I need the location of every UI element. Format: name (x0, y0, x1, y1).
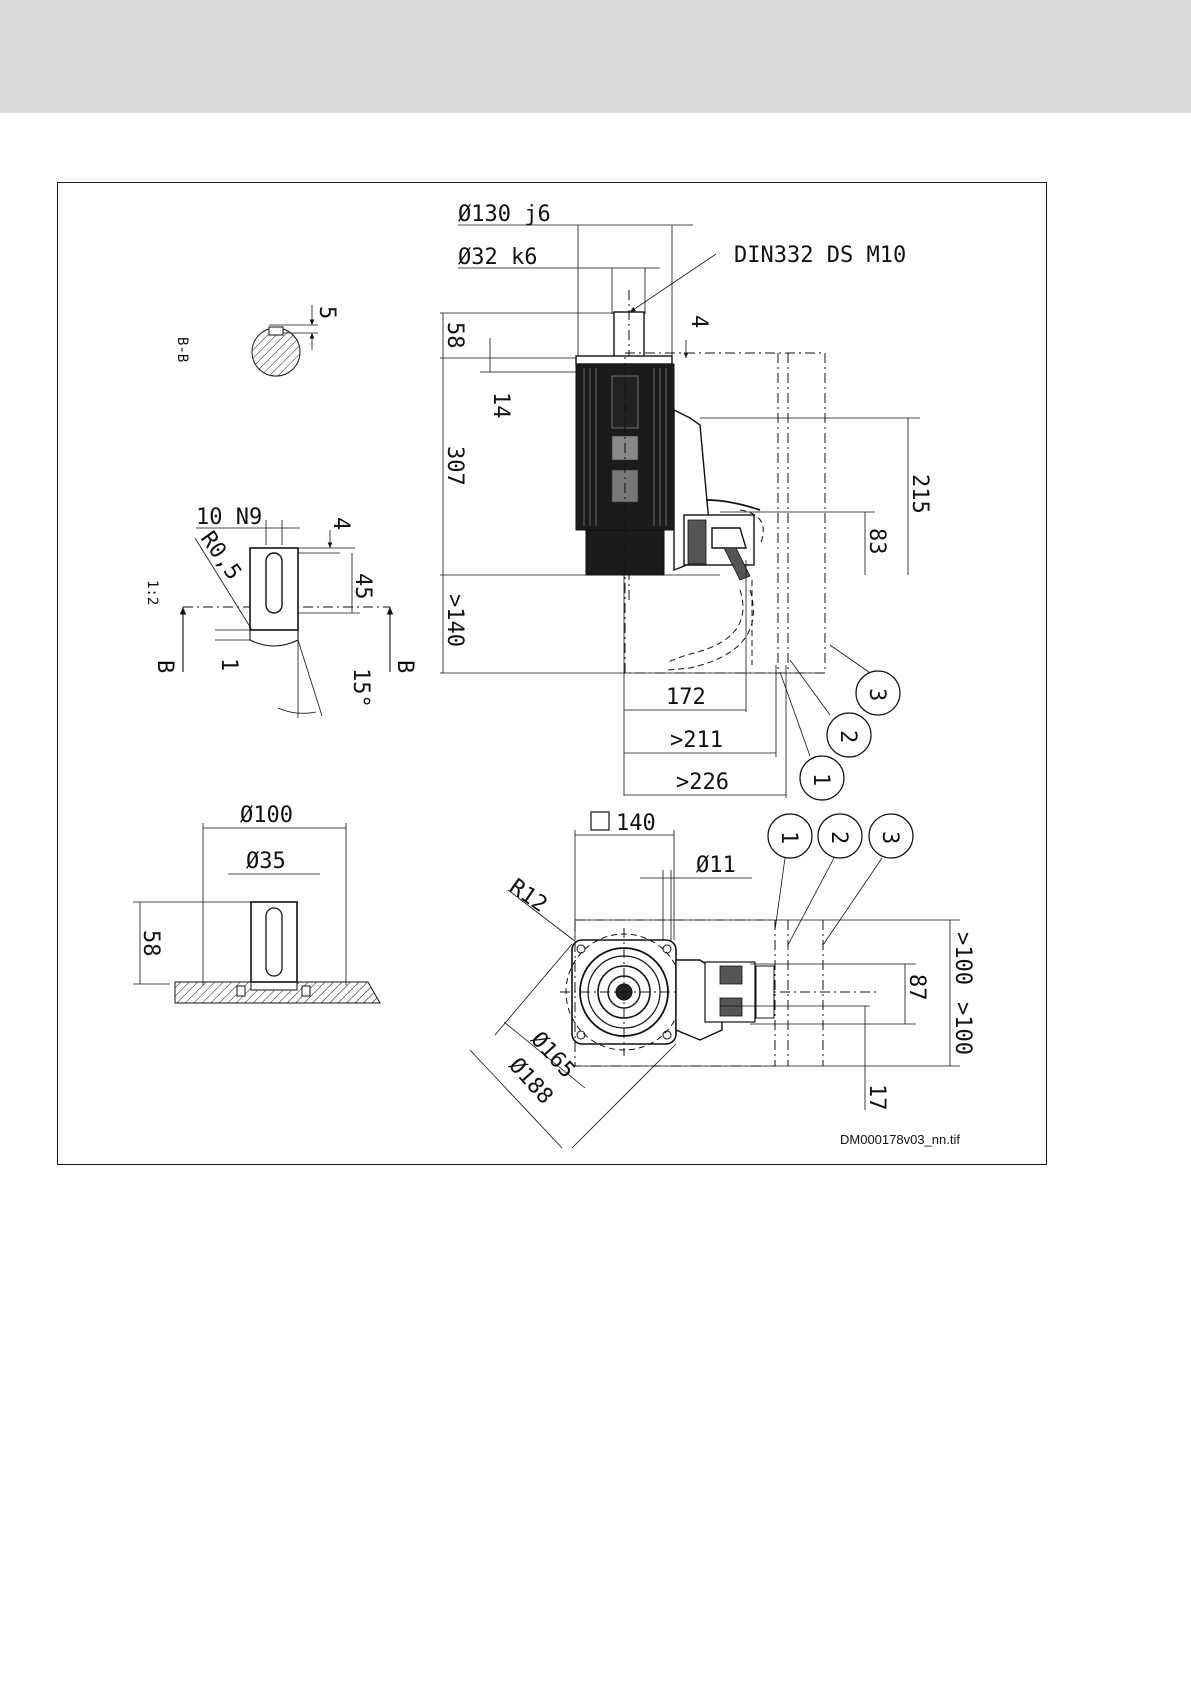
keyway-width-dim: 5 (314, 306, 339, 319)
key-width-dim: 10 N9 (196, 505, 262, 530)
hole-diameter-dim: Ø11 (696, 853, 736, 878)
center-bore-dim: DIN332 DS M10 (734, 243, 906, 268)
key-depth-dim: 4 (328, 517, 353, 530)
flange-plate (175, 982, 380, 1003)
flange-thickness-dim: 14 (488, 392, 513, 419)
svg-text:1: 1 (808, 773, 833, 786)
scale-label: 1:2 (144, 580, 160, 605)
section-bb-label: B-B (174, 337, 190, 362)
dim-211: >211 (670, 728, 723, 753)
chamfer-angle-dim: 15° (348, 668, 373, 708)
flange-outer-diameter: Ø100 (240, 803, 293, 828)
square-dim: 140 (616, 811, 656, 836)
shaft-diameter-dim: Ø32 k6 (458, 245, 537, 270)
key-length-dim: 45 (350, 573, 375, 600)
section-marker-left: B (152, 660, 177, 673)
shaft-length-dim: 58 (442, 322, 467, 349)
front-view: 140 Ø11 R12 >100 >100 (470, 811, 975, 1148)
square-symbol (591, 812, 609, 830)
key-slot (266, 553, 282, 613)
body-length-dim: 307 (442, 446, 467, 486)
flange-shaft-diameter: Ø35 (246, 849, 286, 874)
cable-path (668, 590, 743, 662)
flange-view: Ø100 Ø35 58 (133, 803, 380, 1003)
svg-text:3: 3 (864, 688, 889, 701)
connector-offset-dim: 83 (864, 528, 889, 555)
dim-100-bottom: >100 (950, 1002, 975, 1055)
shoulder-dim: 1 (216, 658, 241, 671)
dim-172: 172 (666, 685, 706, 710)
svg-text:3: 3 (877, 831, 902, 844)
svg-text:2: 2 (835, 730, 860, 743)
pilot-diameter-dim: Ø130 j6 (458, 202, 551, 227)
svg-text:2: 2 (826, 831, 851, 844)
section-marker-right: B (392, 660, 417, 673)
section-bb-view: B-B 5 (174, 305, 339, 376)
flange-shaft-height: 58 (138, 930, 163, 957)
dim-87: 87 (904, 974, 929, 1001)
dim-17: 17 (864, 1084, 889, 1111)
dim-226: >226 (676, 770, 729, 795)
side-view: Ø130 j6 Ø32 k6 DIN332 DS M10 4 58 14 307… (440, 202, 932, 800)
corner-radius-dim: R12 (505, 874, 552, 917)
shaft-detail-view: 1:2 B B 10 N9 4 45 R0,5 1 15° (144, 505, 417, 718)
clearance-length-dim: >140 (442, 594, 467, 647)
flange-offset-dim: 4 (686, 315, 711, 328)
connector-height-dim: 215 (907, 474, 932, 514)
fillet-radius-dim: R0,5 (195, 527, 246, 585)
svg-text:1: 1 (776, 831, 801, 844)
file-name-label: DM000178v03_nn.tif (840, 1132, 960, 1147)
keyway-slot (269, 327, 283, 335)
dim-100-top: >100 (950, 932, 975, 985)
